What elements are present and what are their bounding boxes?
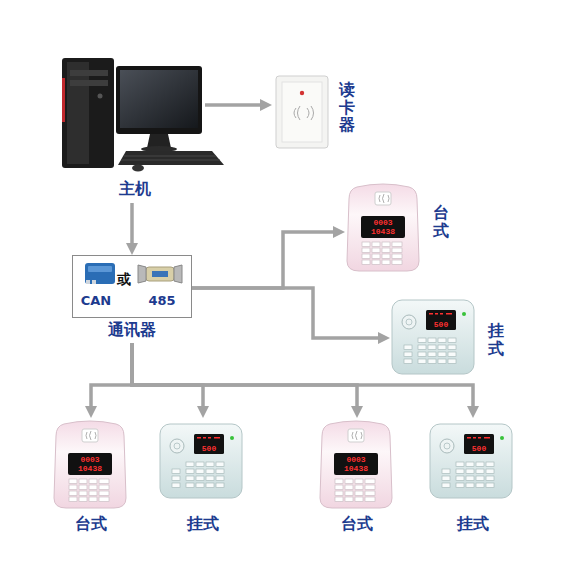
communicator-box: 或 CAN 485 通讯器 <box>72 255 192 343</box>
rs485-adapter-icon <box>138 265 182 283</box>
art-detail <box>92 280 96 284</box>
art-detail <box>121 156 220 160</box>
connector-arrow <box>132 343 357 408</box>
art-detail <box>174 265 182 283</box>
device-label: 台式 <box>341 514 373 533</box>
display-digits: 10438 <box>371 227 395 236</box>
art-detail <box>85 263 115 284</box>
art-detail <box>70 70 108 76</box>
art-detail <box>98 94 103 99</box>
device-label: 挂式 <box>457 514 489 533</box>
connector-arrow <box>132 343 203 408</box>
art-detail <box>116 66 202 134</box>
connector-arrow <box>91 343 132 408</box>
device-label: 挂式 <box>187 514 219 533</box>
art-detail <box>147 134 171 148</box>
wall-terminal <box>392 300 474 374</box>
art-detail <box>132 165 144 172</box>
desk-terminal-node: 台式 000310438 <box>345 180 453 276</box>
wall-terminal <box>160 424 242 498</box>
display-digits: 10438 <box>344 464 368 473</box>
option-word: 或 <box>117 271 131 288</box>
interface-name: CAN <box>81 293 111 308</box>
connector-arrow <box>132 343 473 408</box>
desk-terminal-node: 台式 000310438 <box>50 418 132 536</box>
device-label: 主机 <box>119 179 151 198</box>
desk-terminal-node: 台式 000310438 <box>316 418 398 536</box>
card-reader <box>276 76 328 148</box>
wall-terminal-node: 挂式 500 <box>426 418 520 536</box>
device-label: 通讯器 <box>108 320 156 339</box>
device-label: 台式 <box>75 514 107 533</box>
art-detail <box>138 265 146 283</box>
device-label: 台式 <box>433 204 449 239</box>
desk-terminal <box>54 421 126 508</box>
art-detail <box>294 106 314 120</box>
art-detail <box>276 76 328 148</box>
card-reader-node: 读卡器 <box>272 72 360 156</box>
desk-terminal <box>320 421 392 508</box>
display-digits: 0003 <box>346 455 365 464</box>
art-detail <box>88 266 112 272</box>
art-detail <box>86 280 90 284</box>
host-computer <box>62 58 224 172</box>
desk-terminal <box>347 184 419 271</box>
wall-terminal <box>430 424 512 498</box>
art-detail <box>300 91 304 95</box>
wall-terminal-node: 挂式 500 <box>156 418 250 536</box>
art-detail <box>146 267 174 281</box>
wall-terminal-node: 挂式 500 <box>390 300 512 376</box>
art-detail <box>62 78 65 122</box>
display-digits: 500 <box>434 320 448 329</box>
art-detail <box>118 151 224 165</box>
art-detail <box>62 58 114 168</box>
converter-frame <box>72 255 192 318</box>
connector-arrow <box>205 103 262 107</box>
art-detail <box>70 80 108 86</box>
display-digits: 500 <box>472 444 486 453</box>
art-detail <box>282 82 322 142</box>
display-digits: 0003 <box>80 455 99 464</box>
art-detail <box>120 70 198 128</box>
device-label: 挂式 <box>488 322 504 357</box>
can-converter-icon <box>85 263 115 284</box>
display-digits: 500 <box>202 444 216 453</box>
display-digits: 0003 <box>373 218 392 227</box>
connector-arrow <box>192 232 335 288</box>
host-computer-node: 主机 <box>55 55 205 203</box>
device-label: 读卡器 <box>339 81 355 134</box>
art-detail <box>67 62 89 164</box>
connector-arrow <box>192 288 380 338</box>
display-digits: 10438 <box>78 464 102 473</box>
art-detail <box>152 271 168 277</box>
connector-arrow <box>130 203 134 245</box>
interface-name: 485 <box>148 293 175 308</box>
